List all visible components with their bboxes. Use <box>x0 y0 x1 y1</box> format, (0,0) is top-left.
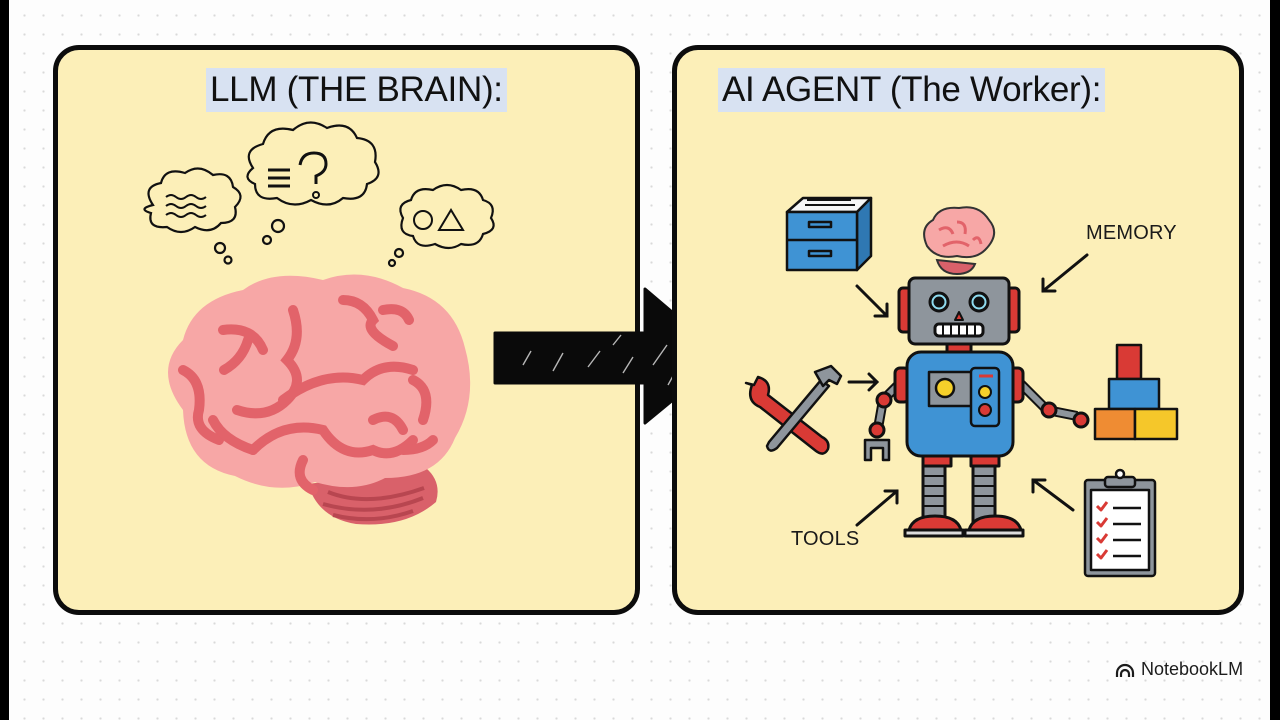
brand-logo: NotebookLM <box>1115 659 1243 680</box>
notebooklm-logo-icon <box>1115 663 1135 677</box>
tools-label: TOOLS <box>791 528 860 550</box>
building-blocks-icon <box>1093 343 1179 441</box>
robot-icon <box>863 276 1090 538</box>
tools-icon <box>744 364 843 455</box>
brand-name: NotebookLM <box>1141 659 1244 679</box>
ai-agent-panel: AI AGENT (The Worker): MEMORY TOOLS <box>672 45 1244 615</box>
llm-panel: LLM (THE BRAIN): <box>53 45 640 615</box>
slide-canvas: LLM (THE BRAIN): <box>9 0 1270 720</box>
agent-illustration <box>744 196 1179 578</box>
thought-bubbles-icon <box>143 121 495 268</box>
filing-cabinet-icon <box>785 196 873 272</box>
checklist-clipboard-icon <box>1083 468 1157 578</box>
brain-icon <box>168 274 471 525</box>
memory-label: MEMORY <box>1086 222 1177 244</box>
memory-brain-icon <box>923 206 996 276</box>
llm-panel-title: LLM (THE BRAIN): <box>206 68 507 112</box>
ai-agent-panel-title: AI AGENT (The Worker): <box>718 68 1106 112</box>
